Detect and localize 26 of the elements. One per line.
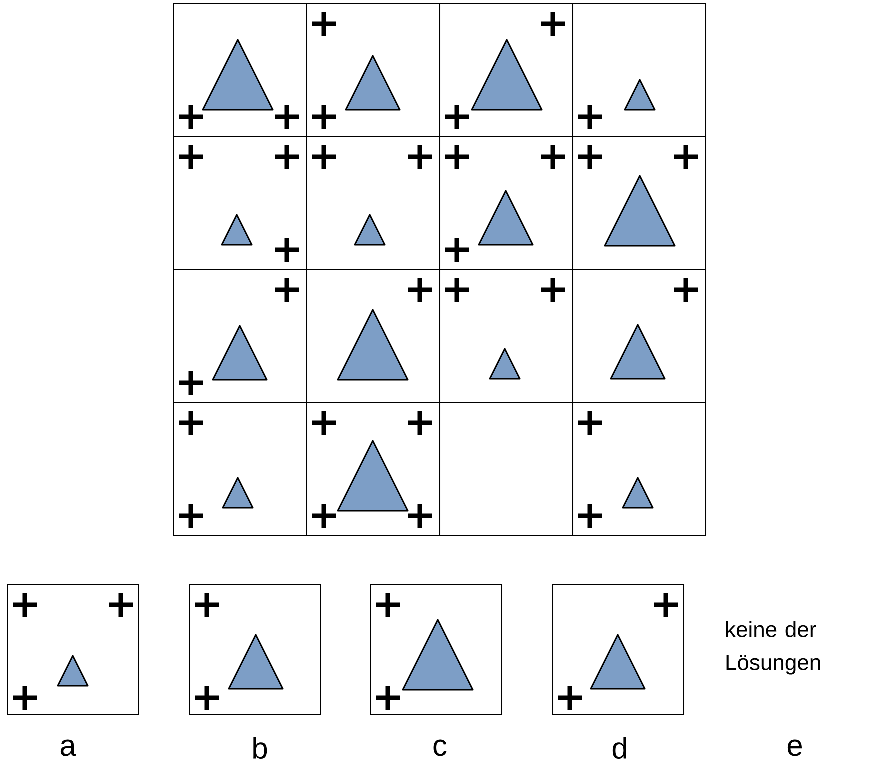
option-letter: b [254,737,268,760]
grid-cell [440,136,574,270]
option-letter: e [788,740,802,756]
grid-cell [440,4,574,138]
option-text: keine der Lösungen [726,621,820,675]
grid-cell [572,136,706,270]
option-letter: d [612,737,626,760]
grid-cell [306,136,440,270]
grid-cell [174,402,308,536]
grid-cell [306,270,440,404]
grid-cell [174,4,308,138]
grid-cell [174,270,308,404]
grid-cell [174,136,308,270]
option-letter: c [434,740,447,756]
grid-cell [440,270,574,404]
answer-box [552,584,684,716]
grid-cell [572,402,706,536]
grid-cell [572,270,706,404]
answer-box [190,584,322,716]
grid-cell [572,4,706,138]
answer-box [8,584,140,716]
grid-cell [306,402,440,536]
grid-cell [306,4,440,138]
option-letter: a [60,740,76,756]
answer-box [370,584,502,716]
grid-cell [440,402,574,536]
